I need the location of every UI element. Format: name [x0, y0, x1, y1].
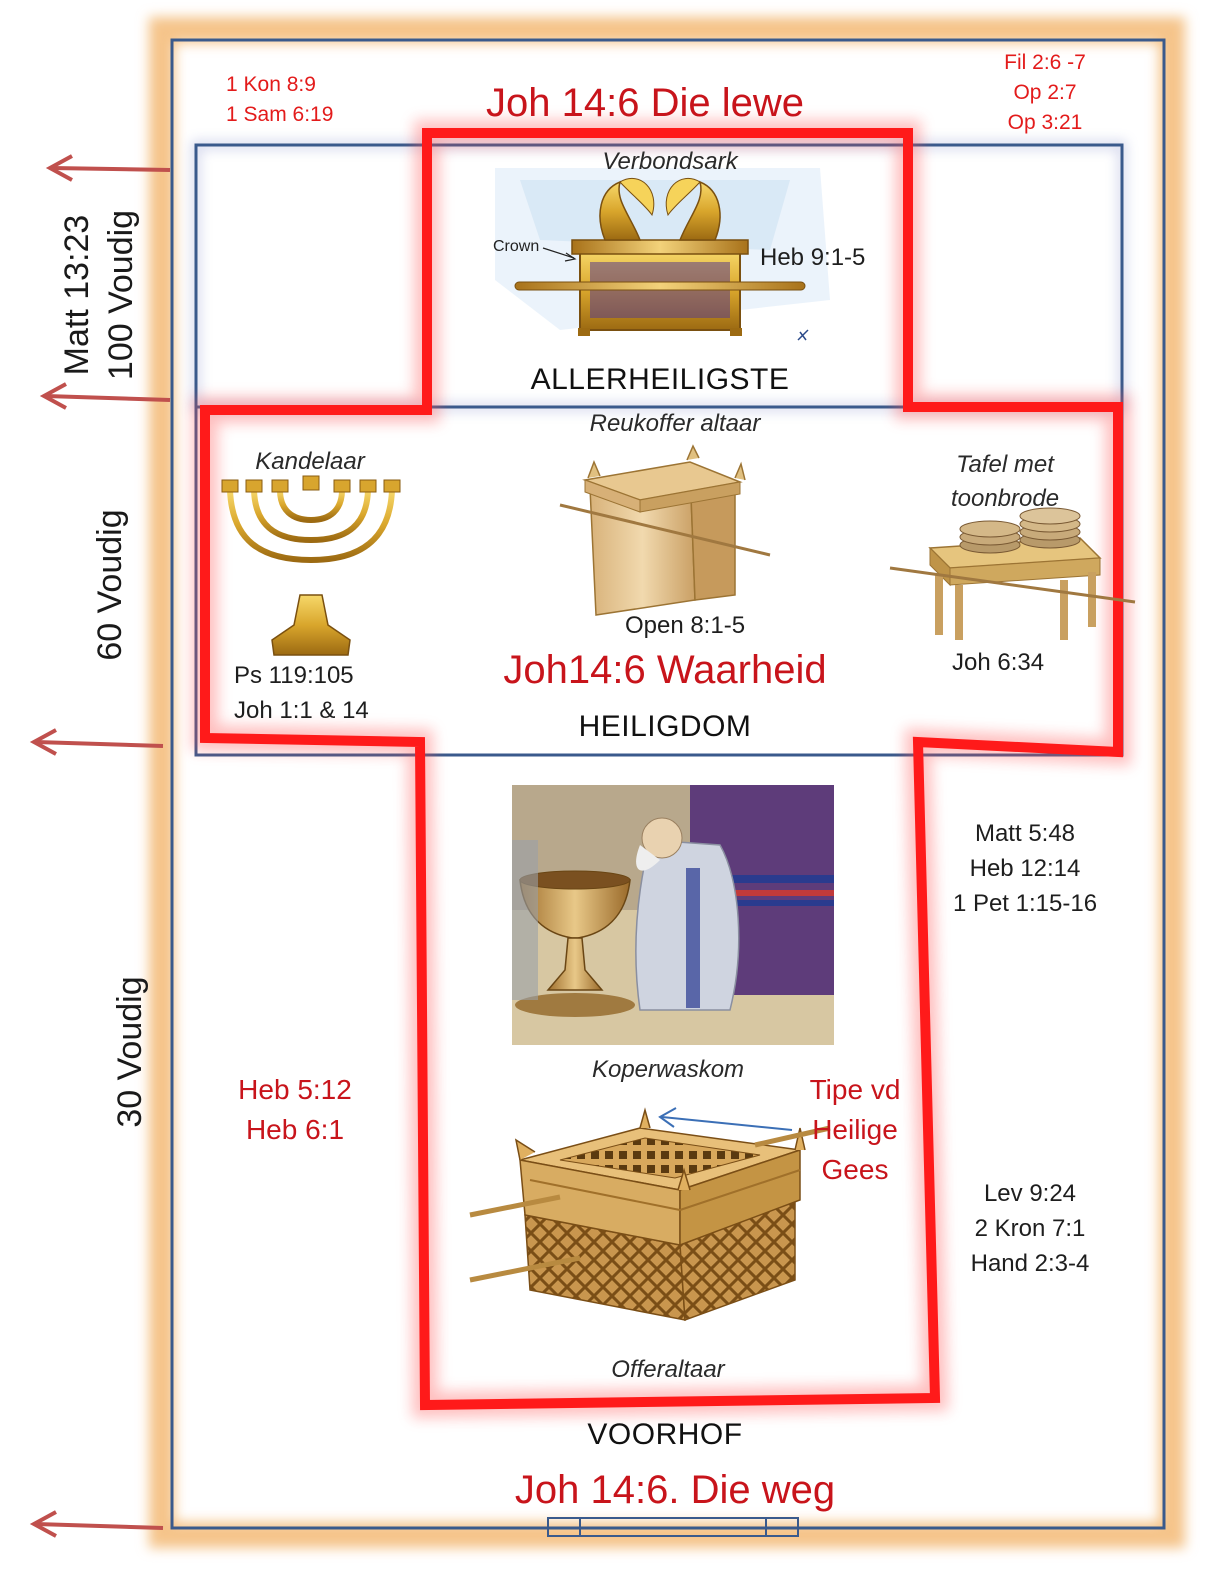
gate	[547, 1517, 799, 1537]
right-ref: Lev 9:24	[983, 1180, 1077, 1207]
side-label-line: Matt 13:23	[58, 214, 96, 376]
top-right-refs: Fil 2:6 -7 Op 2:7 Op 3:21	[990, 48, 1100, 138]
bronze-altar-illustration	[469, 1107, 831, 1322]
laver-label: Koperwaskom	[591, 1056, 745, 1083]
table-label: Tafel met toonbrode	[930, 448, 1080, 516]
left-ref: Heb 5:12	[238, 1074, 352, 1105]
showbread-table-illustration	[889, 507, 1136, 640]
way-heading: Joh 14:6. Die weg	[514, 1468, 836, 1512]
left-ref: Heb 6:1	[245, 1114, 345, 1145]
holy-place-name: HEILIGDOM	[578, 710, 752, 743]
incense-ref: Open 8:1-5	[624, 612, 746, 639]
life-heading: Joh 14:6 Die lewe	[486, 81, 804, 125]
top-right-ref: Fil 2:6 -7	[1004, 51, 1086, 74]
right-refs-lower: Lev 9:24 2 Kron 7:1 Hand 2:3-4	[945, 1176, 1115, 1281]
spirit-note: Tipe vd Heilige Gees	[795, 1070, 915, 1190]
top-left-ref: 1 Kon 8:9	[226, 73, 316, 96]
ark-ref: Heb 9:1-5	[760, 244, 866, 271]
incense-altar-illustration	[559, 444, 771, 616]
truth-heading: Joh14:6 Waarheid	[503, 648, 827, 692]
side-label-top: Matt 13:23 100 Voudig	[0, 210, 225, 380]
side-label-line: 100 Voudig	[102, 209, 140, 381]
cross-outline	[200, 128, 1123, 1411]
left-refs: Heb 5:12 Heb 6:1	[220, 1070, 370, 1150]
table-label-line: toonbrode	[950, 485, 1060, 512]
lampstand-ref: Joh 1:1 & 14	[234, 697, 369, 724]
lampstand-base	[221, 475, 401, 656]
outer-court-border	[170, 38, 1166, 1530]
laver-illustration	[512, 785, 834, 1045]
spirit-note-line: Heilige	[812, 1114, 898, 1145]
lampstand-refs: Ps 119:105 Joh 1:1 & 14	[234, 658, 369, 728]
right-ref: 1 Pet 1:15-16	[952, 890, 1098, 917]
side-label-bottom: 30 Voudig	[111, 976, 149, 1128]
spirit-note-line: Gees	[821, 1154, 889, 1185]
top-left-ref: 1 Sam 6:19	[226, 103, 334, 126]
right-ref: 2 Kron 7:1	[974, 1215, 1086, 1242]
top-right-ref: Op 3:21	[1007, 111, 1083, 134]
left-arrows	[29, 154, 171, 1538]
outer-court-name: VOORHOF	[587, 1418, 743, 1451]
spirit-note-line: Tipe vd	[809, 1074, 901, 1105]
top-right-ref: Op 2:7	[1013, 81, 1077, 104]
right-ref: Heb 12:14	[969, 855, 1081, 882]
incense-altar-label: Reukoffer altaar	[589, 410, 761, 437]
ark-label: Verbondsark	[602, 148, 738, 175]
crown-caption: Crown	[493, 238, 540, 255]
holy-of-holies-name: ALLERHEILIGSTE	[530, 363, 790, 396]
right-refs-upper: Matt 5:48 Heb 12:14 1 Pet 1:15-16	[935, 816, 1115, 921]
lampstand-illustration	[227, 485, 395, 603]
spirit-arrow	[658, 1107, 793, 1131]
right-ref: Hand 2:3-4	[970, 1250, 1090, 1277]
lampstand-label: Kandelaar	[255, 448, 365, 475]
right-ref: Matt 5:48	[974, 820, 1076, 847]
ark-illustration	[495, 168, 830, 341]
side-label-middle: 60 Voudig	[91, 509, 129, 661]
table-label-line: Tafel met	[956, 451, 1054, 478]
top-left-refs: 1 Kon 8:9 1 Sam 6:19	[226, 70, 333, 130]
altar-label: Offeraltaar	[611, 1356, 725, 1383]
lampstand-ref: Ps 119:105	[234, 662, 354, 689]
table-ref: Joh 6:34	[952, 649, 1045, 676]
